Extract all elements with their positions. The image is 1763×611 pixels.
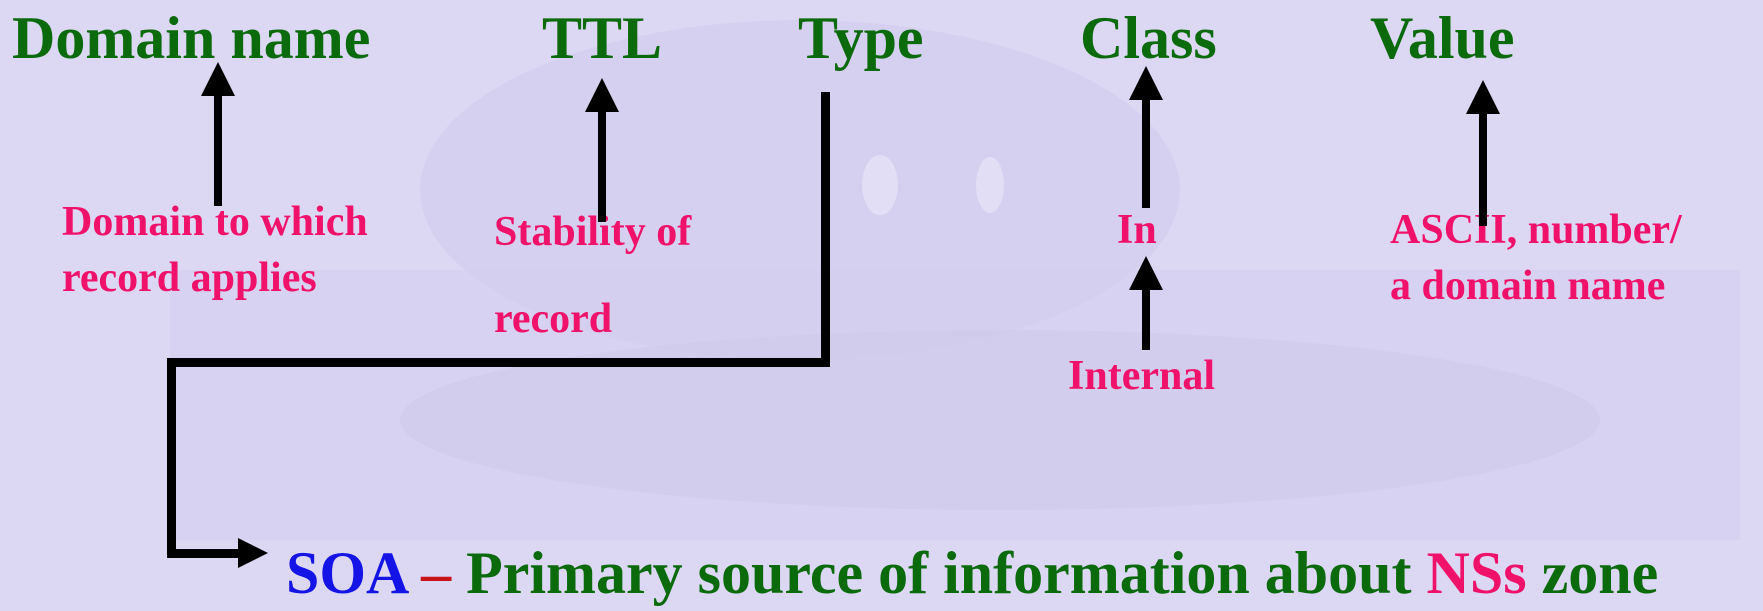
value-desc-line2: a domain name [1390,263,1666,309]
header-ttl: TTL [542,5,663,71]
domain-arrow-shaft [214,92,222,206]
soa-abbr: SOA [286,540,407,606]
type-line-down2 [167,358,176,558]
soa-description: SOA – Primary source of information abou… [286,535,1658,611]
header-type: Type [798,5,924,71]
soa-arrow-head [238,538,268,568]
class-arrow-shaft [1142,96,1150,208]
ttl-arrow-head [585,78,619,112]
ttl-desc-line1: Stability of [494,209,692,255]
soa-dash: – [421,540,452,606]
value-arrow-shaft [1479,110,1487,226]
class-internal-label: Internal [1068,353,1215,399]
header-value: Value [1370,5,1515,71]
soa-text: Primary source of information about [466,540,1412,606]
header-class: Class [1080,5,1217,71]
domain-desc-line2: record applies [62,255,317,301]
class-arrow-head [1129,66,1163,100]
soa-ns: NSs [1426,540,1527,606]
ttl-arrow-shaft [598,108,606,222]
class-in-label: In [1117,207,1157,253]
soa-zone: zone [1541,540,1659,606]
header-domain-name: Domain name [12,5,371,71]
type-line-down [821,92,830,366]
domain-arrow-head [201,62,235,96]
internal-arrow-head [1129,256,1163,290]
value-arrow-head [1466,80,1500,114]
domain-desc-line1: Domain to which [62,199,368,245]
type-line-right [167,549,241,558]
type-line-left [167,358,830,367]
internal-arrow-shaft [1142,282,1150,350]
ttl-desc-line2: record [494,296,613,342]
value-desc-line1: ASCII, number/ [1390,207,1682,253]
